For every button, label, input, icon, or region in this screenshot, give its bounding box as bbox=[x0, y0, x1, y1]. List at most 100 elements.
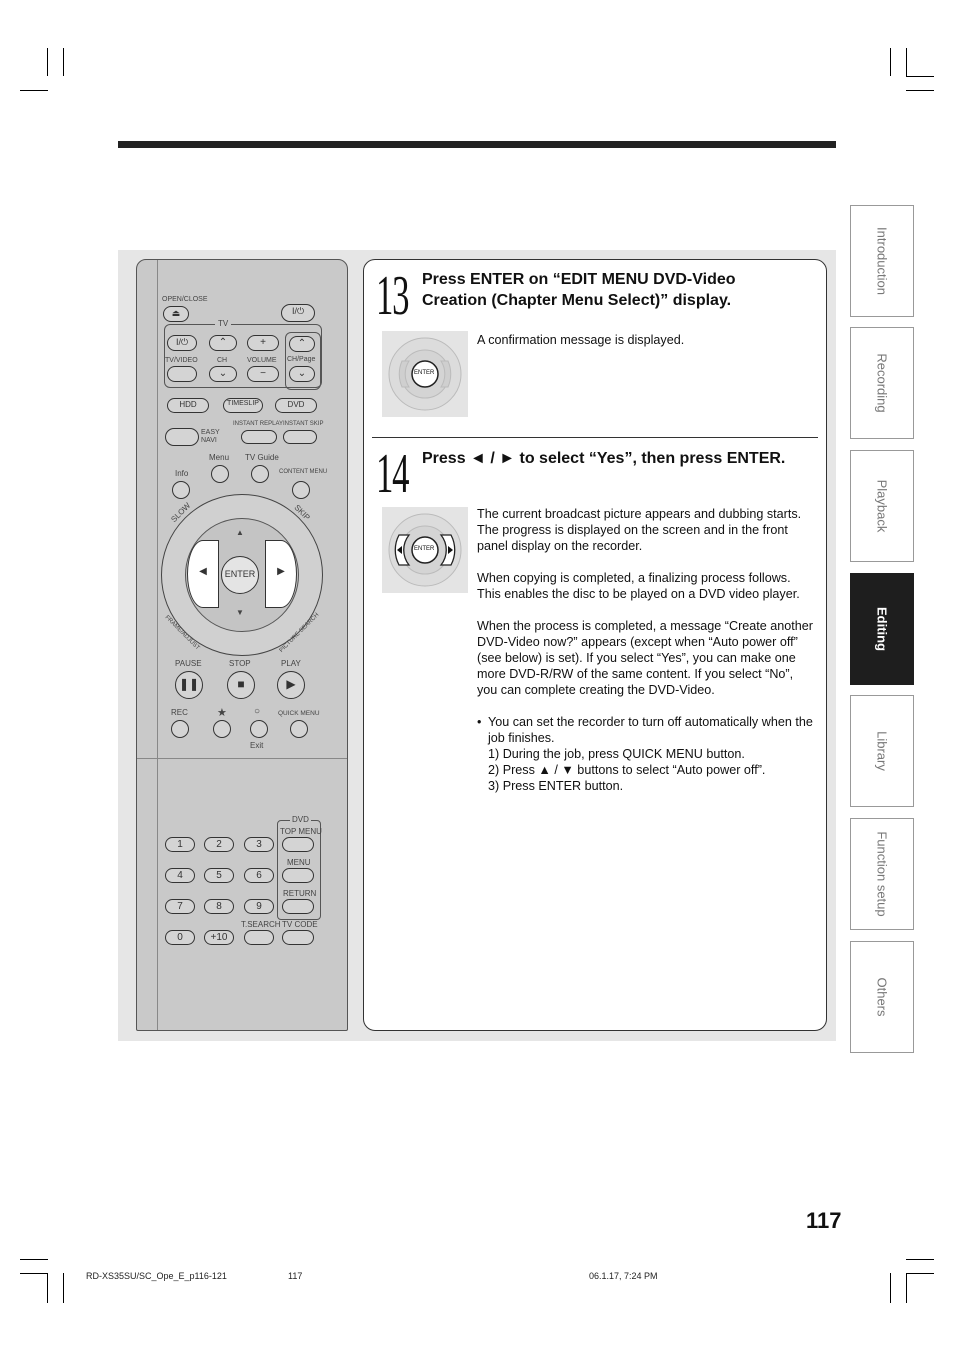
volume-up-button: + bbox=[247, 335, 279, 351]
label-tv-guide: TV Guide bbox=[245, 453, 279, 462]
quick-menu-button bbox=[290, 720, 308, 738]
tab-recording[interactable]: Recording bbox=[850, 327, 914, 439]
note-substep-3: 3) Press ENTER button. bbox=[488, 779, 624, 793]
crop-mark bbox=[63, 1273, 64, 1303]
tv-power-button: I/⏻ bbox=[167, 335, 197, 351]
step-14-dial-image: ENTER bbox=[382, 507, 468, 593]
step-14-paragraph-3: When the process is completed, a message… bbox=[477, 619, 814, 697]
crop-mark bbox=[906, 90, 934, 91]
step-divider bbox=[372, 437, 818, 438]
label-play: PLAY bbox=[281, 659, 301, 668]
stop-button: ■ bbox=[227, 671, 255, 699]
footer-filename: RD-XS35SU/SC_Ope_E_p116-121 bbox=[86, 1271, 227, 1281]
step-14-paragraph-1: The current broadcast picture appears an… bbox=[477, 507, 802, 553]
tab-label: Recording bbox=[874, 353, 890, 413]
tab-playback[interactable]: Playback bbox=[850, 450, 914, 562]
tab-label: Library bbox=[874, 731, 890, 771]
return-button bbox=[282, 899, 314, 914]
label-open-close: OPEN/CLOSE bbox=[162, 296, 208, 303]
dvd-button: DVD bbox=[275, 398, 317, 413]
number-button: 4 bbox=[165, 868, 195, 883]
star-button bbox=[213, 720, 231, 738]
right-arrow-button: ▶ bbox=[265, 540, 297, 608]
step-13-dial-image: ENTER bbox=[382, 331, 468, 417]
tv-code-button bbox=[282, 930, 314, 945]
dvd-menu-button bbox=[282, 868, 314, 883]
pause-button: ❚❚ bbox=[175, 671, 203, 699]
number-button: 2 bbox=[204, 837, 234, 852]
step-14-heading: Press ◄ / ► to select “Yes”, then press … bbox=[422, 450, 786, 467]
crop-mark bbox=[47, 1273, 48, 1303]
tab-library[interactable]: Library bbox=[850, 695, 914, 807]
label-menu: Menu bbox=[209, 453, 230, 462]
label-info: Info bbox=[175, 469, 189, 478]
crop-mark bbox=[906, 1259, 934, 1260]
remote-control-illustration: OPEN/CLOSE ⏏ I/⏻ TV I/⏻ ⌃ + TV/VIDEO CH … bbox=[136, 259, 348, 1031]
step-13-title-line1: Press ENTER on “EDIT MENU DVD-Video bbox=[422, 271, 736, 288]
info-button bbox=[172, 481, 190, 499]
tab-function-setup[interactable]: Function setup bbox=[850, 818, 914, 930]
tab-label: Function setup bbox=[874, 831, 890, 917]
step-13-body: A confirmation message is displayed. bbox=[477, 333, 685, 347]
label-dvd: DVD bbox=[290, 815, 311, 824]
label-exit: Exit bbox=[250, 741, 264, 750]
number-button: 7 bbox=[165, 899, 195, 914]
crop-mark bbox=[890, 48, 891, 76]
content-menu-button bbox=[292, 481, 310, 499]
crop-mark bbox=[890, 1273, 891, 1303]
instant-skip-button bbox=[283, 430, 317, 444]
timeslip-button: TIMESLIP bbox=[223, 398, 263, 413]
label-stop: STOP bbox=[229, 659, 251, 668]
ch-down-button: ⌄ bbox=[209, 366, 237, 382]
step-13-number: 13 bbox=[376, 265, 409, 327]
chpage-down-button: ⌄ bbox=[289, 366, 315, 382]
power-button: I/⏻ bbox=[281, 304, 315, 322]
tab-editing[interactable]: Editing bbox=[850, 573, 914, 685]
enter-button: ENTER bbox=[221, 556, 259, 594]
tab-others[interactable]: Others bbox=[850, 941, 914, 1053]
footer-date: 06.1.17, 7:24 PM bbox=[589, 1271, 658, 1281]
header-rule bbox=[118, 141, 836, 148]
footer-page: 117 bbox=[288, 1271, 303, 1281]
number-button: 5 bbox=[204, 868, 234, 883]
number-button: 0 bbox=[165, 930, 195, 945]
tv-guide-button bbox=[251, 465, 269, 483]
tab-label: Playback bbox=[874, 479, 890, 533]
label-instant-skip: INSTANT SKIP bbox=[283, 421, 324, 427]
bullet-icon: • bbox=[477, 715, 482, 729]
label-menu-dvd: MENU bbox=[287, 858, 311, 867]
easy-navi-button bbox=[165, 428, 199, 446]
note-bullet-text: You can set the recorder to turn off aut… bbox=[488, 715, 813, 745]
number-button: 1 bbox=[165, 837, 195, 852]
step-14-body: The current broadcast picture appears an… bbox=[477, 506, 813, 794]
tab-label: Introduction bbox=[874, 227, 890, 295]
label-easy-navi: EASY NAVI bbox=[201, 429, 220, 444]
crop-mark bbox=[20, 1259, 48, 1260]
step-14-paragraph-2: When copying is completed, a finalizing … bbox=[477, 571, 800, 601]
crop-mark bbox=[906, 1273, 907, 1303]
page-number: 117 bbox=[806, 1208, 842, 1233]
hdd-button: HDD bbox=[167, 398, 209, 413]
star-icon: ★ bbox=[217, 707, 227, 719]
label-content-menu: CONTENT MENU bbox=[279, 469, 328, 475]
label-tv-code: TV CODE bbox=[282, 920, 318, 929]
crop-mark bbox=[47, 48, 48, 76]
up-arrow-icon: ▲ bbox=[236, 528, 244, 537]
note-substep-1: 1) During the job, press QUICK MENU butt… bbox=[488, 747, 745, 761]
down-arrow-icon: ▼ bbox=[236, 608, 244, 617]
number-button: 8 bbox=[204, 899, 234, 914]
rec-button bbox=[171, 720, 189, 738]
eject-button: ⏏ bbox=[163, 306, 189, 322]
label-t-search: T.SEARCH bbox=[241, 920, 281, 929]
tab-introduction[interactable]: Introduction bbox=[850, 205, 914, 317]
label-quick-menu: QUICK MENU bbox=[278, 710, 320, 717]
tab-label: Others bbox=[874, 977, 890, 1017]
menu-button bbox=[211, 465, 229, 483]
t-search-button bbox=[244, 930, 274, 945]
label-instant-replay: INSTANT REPLAY bbox=[233, 421, 284, 427]
tv-video-button bbox=[167, 366, 197, 382]
ch-up-button: ⌃ bbox=[209, 335, 237, 351]
label-tv: TV bbox=[215, 319, 232, 328]
instant-replay-button bbox=[241, 430, 277, 444]
number-button: 6 bbox=[244, 868, 274, 883]
